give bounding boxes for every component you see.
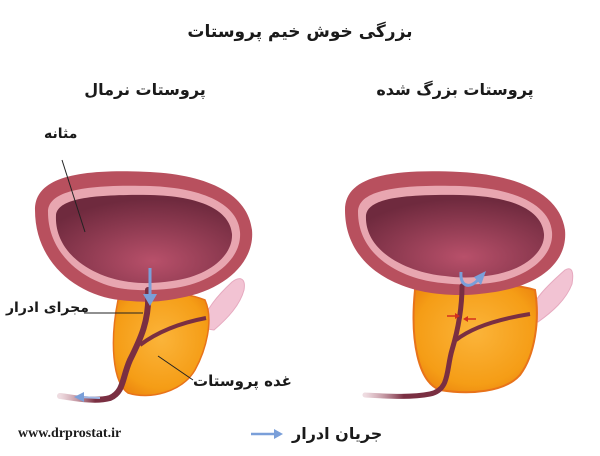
enlarged-prostate-illustration [345,171,574,399]
flow-arrow-blocked [459,271,480,287]
urethra-normal [57,287,152,403]
website-url: www.drprostat.ir [18,426,122,441]
seminal-vesicle [527,268,574,323]
normal-prostate-heading: پروستات نرمال [84,80,206,99]
prostate-gland-label: غده پروستات [193,372,292,390]
seminal-vesicle [199,278,245,331]
bladder-label: مثانه [44,126,78,142]
gland-leader-line [157,355,194,381]
arrow-right-icon [251,428,283,439]
urethra-label: مجرای ادرار [6,300,89,316]
urine-flow-legend: جریان ادرار [250,424,382,443]
enlarged-prostate-heading: پروستات بزرگ شده [376,80,534,99]
normal-prostate-illustration [35,159,253,403]
page-title: بزرگی خوش خیم پروستات [187,22,413,42]
urine-flow-legend-label: جریان ادرار [292,424,383,443]
urethra-enlarged [362,283,465,399]
prostate-gland-enlarged [412,283,538,394]
bladder-leader-line [61,159,86,233]
